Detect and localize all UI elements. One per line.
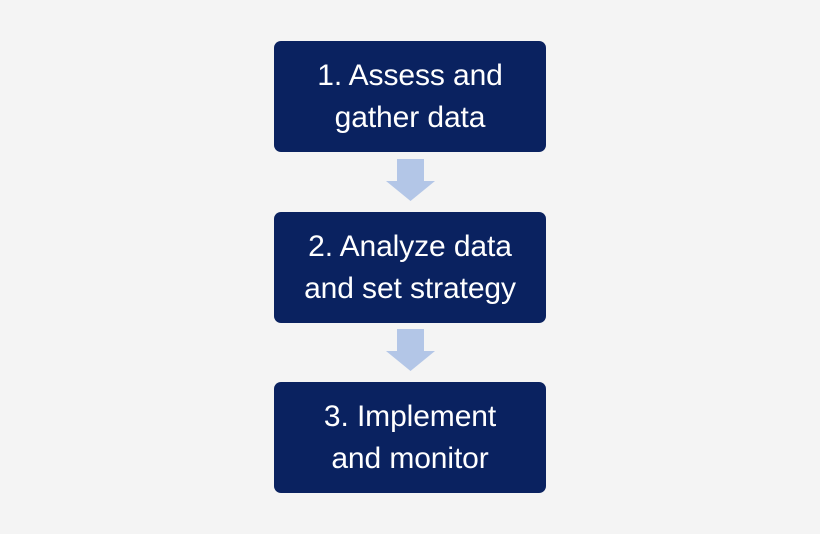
process-box-step-3-line-1: 3. Implement	[323, 399, 497, 433]
process-box-step-2-line-2: and set strategy	[304, 271, 516, 305]
process-box-step-1[interactable]: 1. Assess and gather data	[274, 41, 546, 152]
process-box-step-2[interactable]: 2. Analyze data and set strategy	[274, 212, 546, 323]
down-arrow-icon-1-to-2	[386, 159, 435, 201]
process-box-step-1-line-2: gather data	[334, 100, 486, 134]
process-box-step-2-line-1: 2. Analyze data	[308, 229, 512, 263]
process-box-step-3-line-2: and monitor	[331, 441, 489, 475]
process-box-step-3[interactable]: 3. Implement and monitor	[274, 382, 546, 493]
down-arrow-icon-2-to-3	[386, 329, 435, 371]
process-box-step-1-line-1: 1. Assess and	[317, 58, 503, 92]
